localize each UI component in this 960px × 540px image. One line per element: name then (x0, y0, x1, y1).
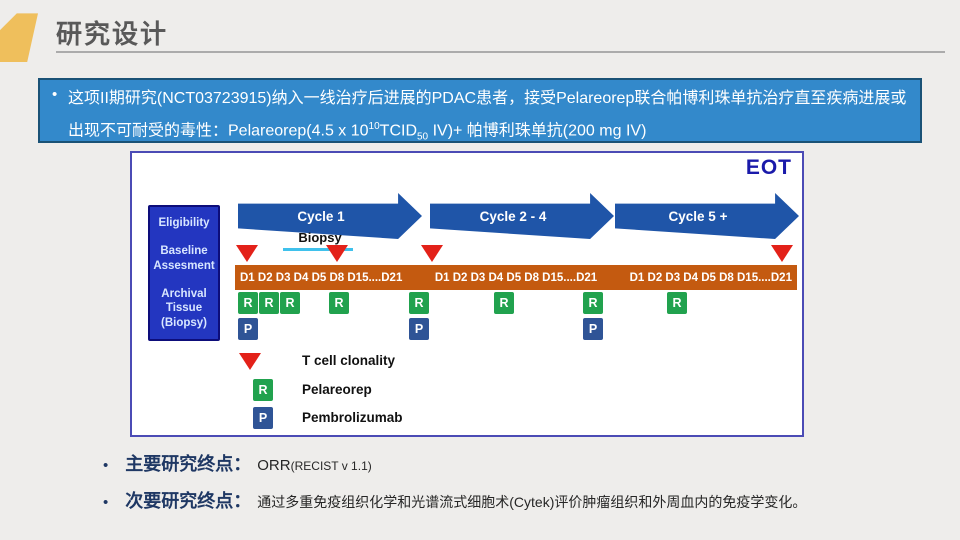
legend-pembrolizumab-label: Pembrolizumab (302, 410, 403, 425)
legend-pelareorep-icon: R (253, 379, 273, 401)
eot-label: EOT (745, 156, 792, 179)
legend-pelareorep-label: Pelareorep (302, 382, 372, 397)
biopsy-label: Biopsy (298, 230, 342, 245)
day-scale-group-1: D1 D2 D3 D4 D5 D8 D15....D21 (240, 271, 403, 284)
primary-endpoint-label: 主要研究终点： (125, 454, 252, 474)
tcell-triangle-icon (771, 245, 793, 262)
pembrolizumab-marker: P (583, 318, 603, 340)
intro-callout: • 这项II期研究(NCT03723915)纳入一线治疗后进展的PDAC患者，接… (38, 78, 922, 143)
page-title: 研究设计 (56, 19, 169, 49)
intro-subscript: 50 (417, 131, 429, 143)
secondary-endpoint-row: • 次要研究终点： 通过多重免疫组织化学和光谱流式细胞术(Cytek)评价肿瘤组… (103, 487, 806, 513)
tcell-triangle-icon (236, 245, 258, 262)
pelareorep-marker: R (494, 292, 514, 314)
primary-endpoint-criteria: (RECIST v 1.1) (290, 459, 372, 473)
assessment-line-baseline: Baseline Assesment (153, 245, 215, 272)
pelareorep-marker: R (583, 292, 603, 314)
pelareorep-marker: R (409, 292, 429, 314)
legend-tcell-triangle-icon (239, 353, 261, 370)
legend-tcell-label: T cell clonality (302, 353, 396, 368)
intro-text-part2: TCID (379, 122, 417, 140)
intro-text-part3: IV)+ 帕博利珠单抗(200 mg IV) (428, 122, 647, 140)
assessment-box: Eligibility Baseline Assesment Archival … (148, 205, 220, 341)
day-scale-group-3: D1 D2 D3 D4 D5 D8 D15....D21 (629, 271, 792, 284)
pelareorep-marker: R (280, 292, 300, 314)
study-diagram-panel: EOT Eligibility Baseline Assesment Archi… (130, 151, 804, 437)
primary-endpoint-row: • 主要研究终点： ORR (RECIST v 1.1) (103, 450, 372, 476)
pelareorep-marker: R (238, 292, 258, 314)
secondary-endpoint-label: 次要研究终点： (125, 491, 252, 511)
cycle2-4-arrow: Cycle 2 - 4 (430, 193, 614, 239)
cycle5-arrow-label: Cycle 5 + (668, 208, 728, 224)
pembrolizumab-marker: P (409, 318, 429, 340)
endpoint-bullet-dot: • (103, 457, 109, 474)
day-scale-group-2: D1 D2 D3 D4 D5 D8 D15....D21 (434, 271, 598, 284)
intro-text-part1: 这项II期研究(NCT03723915)纳入一线治疗后进展的PDAC患者，接受P… (68, 90, 907, 140)
pembrolizumab-marker: P (238, 318, 258, 340)
secondary-endpoint-value: 通过多重免疫组织化学和光谱流式细胞术(Cytek)评价肿瘤组织和外周血内的免疫学… (257, 494, 807, 510)
intro-superscript: 10 (368, 121, 380, 132)
title-underline (56, 51, 945, 53)
cycle2-4-arrow-label: Cycle 2 - 4 (479, 208, 547, 224)
pelareorep-marker: R (667, 292, 687, 314)
intro-bullet-dot: • (52, 86, 58, 103)
assessment-line-archival: Archival Tissue (Biopsy) (161, 287, 207, 329)
tcell-triangle-icon (421, 245, 443, 262)
tcell-triangle-icon (326, 245, 348, 262)
intro-text: 这项II期研究(NCT03723915)纳入一线治疗后进展的PDAC患者，接受P… (40, 80, 920, 157)
pelareorep-marker: R (259, 292, 279, 314)
cycle5-arrow: Cycle 5 + (615, 193, 799, 239)
assessment-line-eligibility: Eligibility (158, 217, 210, 229)
primary-endpoint-value: ORR (257, 457, 291, 474)
pelareorep-marker: R (329, 292, 349, 314)
header-accent-shape (0, 13, 38, 62)
endpoint-bullet-dot: • (103, 494, 109, 511)
cycle1-arrow-label: Cycle 1 (297, 208, 345, 224)
biopsy-underline (283, 248, 353, 251)
legend-pembrolizumab-icon: P (253, 407, 273, 429)
dosing-day-bar: D1 D2 D3 D4 D5 D8 D15....D21 D1 D2 D3 D4… (235, 265, 797, 290)
